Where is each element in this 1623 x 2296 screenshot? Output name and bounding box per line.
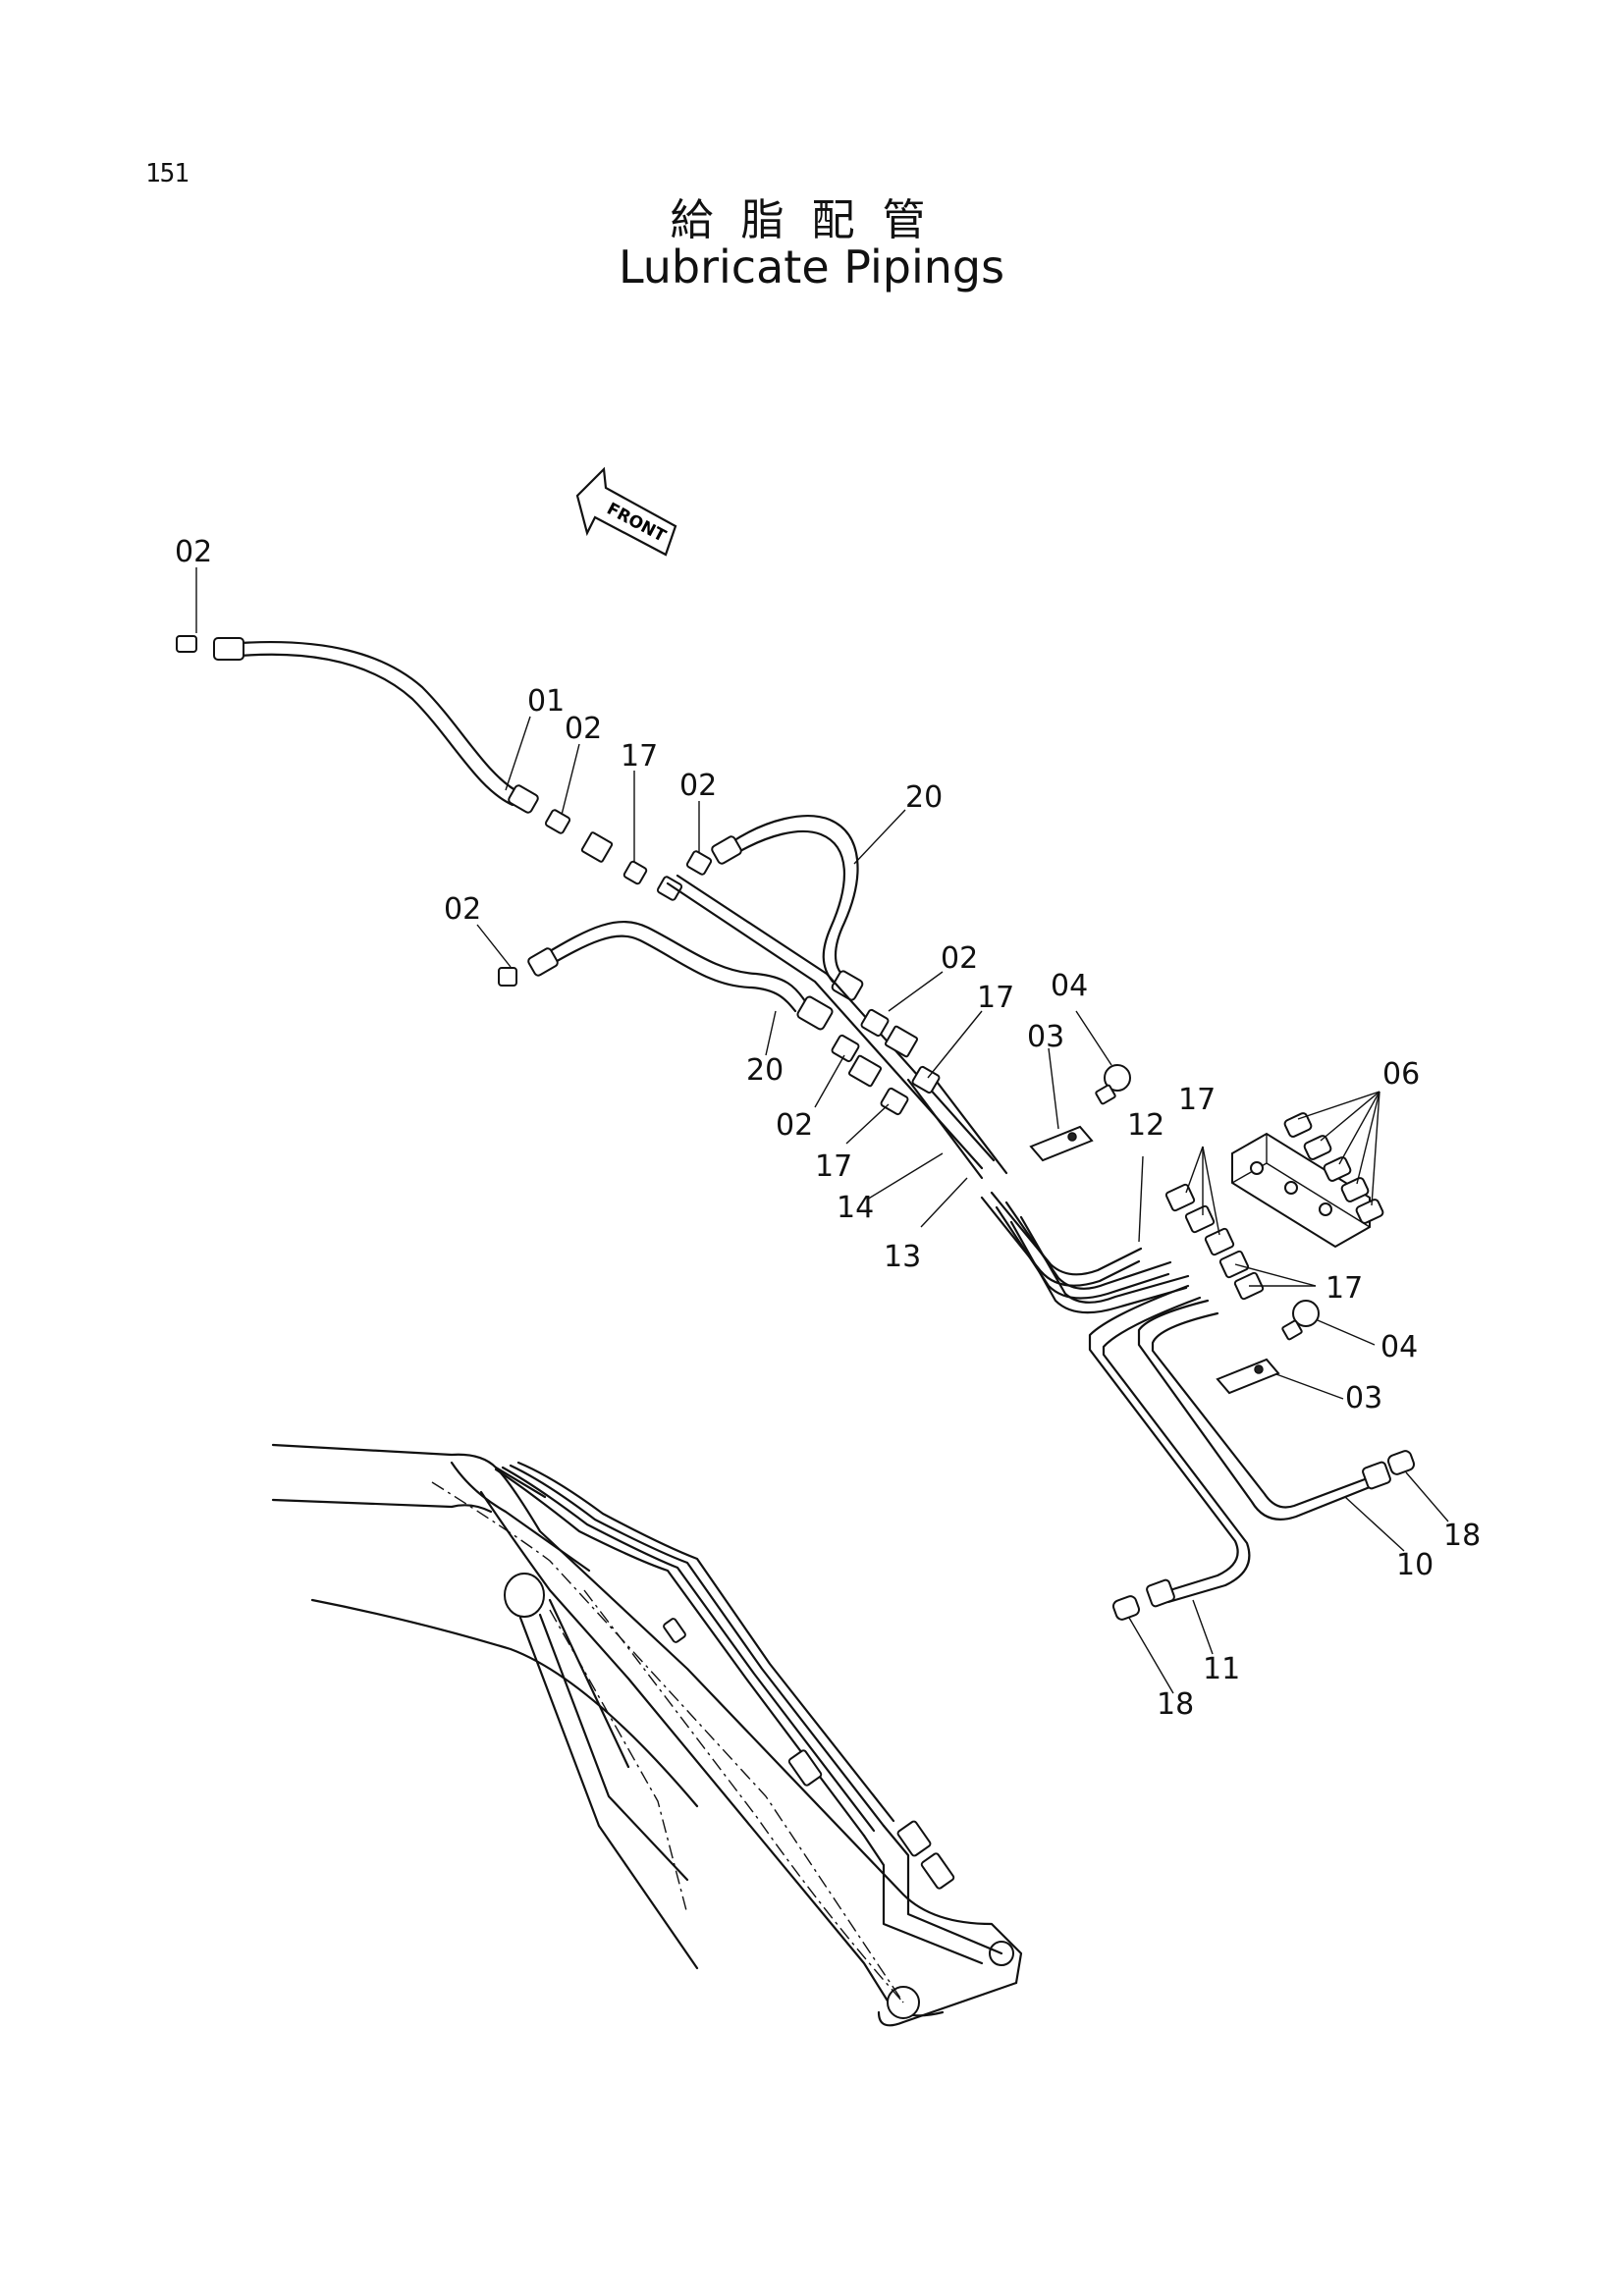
callout-13: 13 — [884, 1240, 921, 1274]
pipe-bundle-lower — [980, 1191, 1416, 1621]
callout-10: 10 — [1396, 1548, 1434, 1582]
callout-18: 18 — [1157, 1687, 1194, 1722]
callout-17: 17 — [1325, 1271, 1363, 1306]
manifold-block — [1164, 1112, 1384, 1301]
callouts: 02 01 02 17 02 20 02 20 02 02 17 17 14 1… — [175, 535, 1481, 1722]
callout-02: 02 — [565, 712, 602, 746]
callout-04: 04 — [1380, 1330, 1418, 1364]
boom-outline — [271, 1443, 1023, 2027]
callout-02: 02 — [941, 941, 978, 976]
callout-02: 02 — [175, 535, 212, 569]
callout-17: 17 — [1178, 1083, 1216, 1117]
cap-04-lower — [1281, 1300, 1320, 1341]
hose-01 — [176, 635, 539, 814]
callout-03: 03 — [1345, 1381, 1382, 1415]
bracket-03-lower — [1216, 1358, 1280, 1395]
fittings-cluster-center — [831, 1008, 941, 1116]
callout-18: 18 — [1443, 1519, 1481, 1553]
callout-11: 11 — [1203, 1652, 1240, 1686]
callout-03: 03 — [1027, 1020, 1064, 1054]
callout-12: 12 — [1127, 1108, 1164, 1143]
callout-06: 06 — [1382, 1057, 1420, 1092]
leader-lines — [195, 567, 1449, 1694]
hose-20-lower — [498, 920, 834, 1031]
callout-01: 01 — [527, 684, 565, 719]
title-english: Lubricate Pipings — [618, 240, 1005, 294]
front-arrow: FRONT — [575, 466, 677, 557]
callout-04: 04 — [1051, 969, 1088, 1003]
bracket-03-upper — [1029, 1125, 1094, 1162]
hose-20-upper — [711, 815, 864, 1001]
callout-02: 02 — [776, 1108, 813, 1143]
callout-14: 14 — [837, 1191, 874, 1225]
title-japanese: 給脂配管 — [670, 195, 953, 245]
cap-04-upper — [1095, 1064, 1131, 1105]
page-number: 151 — [145, 159, 189, 188]
callout-17: 17 — [621, 739, 658, 774]
callout-17: 17 — [977, 981, 1014, 1015]
fittings-cluster-upper — [544, 809, 713, 901]
callout-02: 02 — [444, 892, 481, 927]
callout-20: 20 — [905, 780, 943, 815]
callout-20: 20 — [746, 1053, 784, 1088]
callout-17: 17 — [815, 1149, 852, 1184]
callout-02: 02 — [679, 769, 717, 803]
pipe-bundle-upper — [666, 874, 1008, 1180]
